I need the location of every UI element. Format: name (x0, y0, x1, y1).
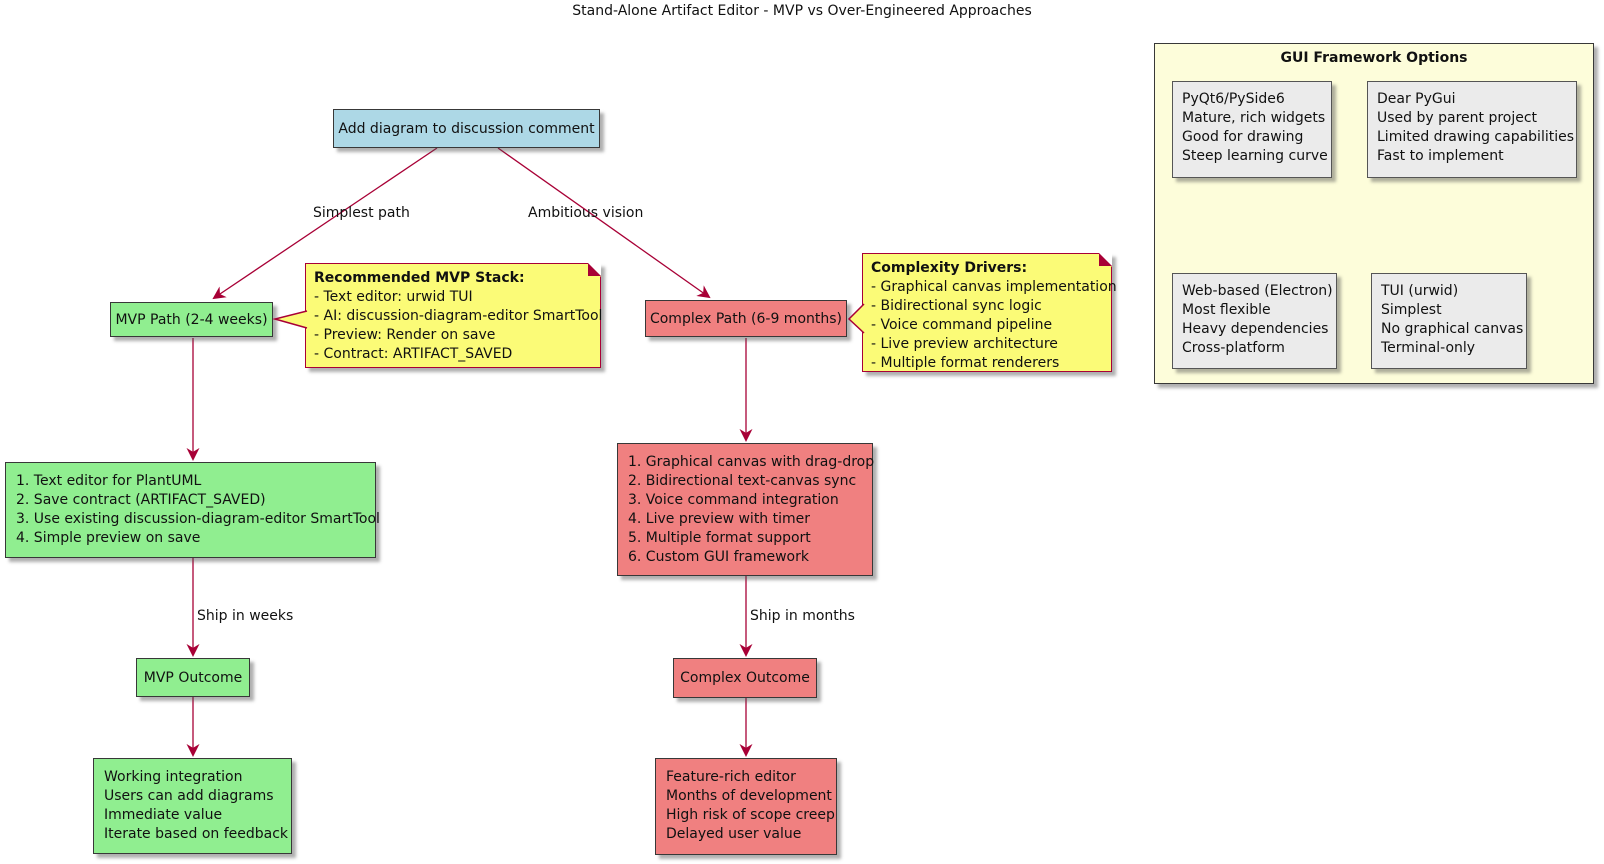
note-connector (272, 310, 308, 329)
node-complex-result: Feature-rich editor Months of developmen… (655, 758, 837, 855)
panel-gui-framework-options: GUI Framework Options PyQt6/PySide6 Matu… (1154, 43, 1594, 384)
mvp-step: 4. Simple preview on save (16, 530, 201, 546)
option-line: Dear PyGui (1377, 91, 1456, 107)
note-line: - Live preview architecture (871, 336, 1058, 352)
mvp-result-line: Users can add diagrams (104, 788, 274, 804)
complex-step: 4. Live preview with timer (628, 511, 811, 527)
option-dear-pygui: Dear PyGui Used by parent project Limite… (1367, 81, 1577, 178)
note-complexity-drivers: Complexity Drivers: - Graphical canvas i… (862, 253, 1117, 372)
option-tui-urwid: TUI (urwid) Simplest No graphical canvas… (1371, 273, 1527, 369)
option-web-based: Web-based (Electron) Most flexible Heavy… (1172, 273, 1337, 369)
complex-result-line: Feature-rich editor (666, 769, 796, 785)
complex-result-line: High risk of scope creep (666, 807, 835, 823)
panel-title: GUI Framework Options (1280, 50, 1468, 66)
node-mvp-path-label: MVP Path (2-4 weeks) (115, 311, 268, 328)
option-line: Simplest (1381, 302, 1442, 318)
diagram-title: Stand-Alone Artifact Editor - MVP vs Ove… (572, 3, 1032, 19)
option-line: PyQt6/PySide6 (1182, 91, 1285, 107)
note-line: - Preview: Render on save (314, 327, 496, 343)
complex-step: 1. Graphical canvas with drag-drop (628, 454, 875, 470)
note-title: Recommended MVP Stack: (314, 270, 525, 286)
node-add-diagram: Add diagram to discussion comment (333, 109, 600, 148)
node-complex-path: Complex Path (6-9 months) (645, 300, 847, 337)
complex-result-line: Months of development (666, 788, 832, 804)
note-recommended-mvp-stack: Recommended MVP Stack: - Text editor: ur… (305, 263, 603, 368)
option-line: No graphical canvas (1381, 321, 1524, 337)
option-line: Good for drawing (1182, 129, 1304, 145)
mvp-step: 3. Use existing discussion-diagram-edito… (16, 511, 380, 527)
option-line: TUI (urwid) (1381, 283, 1459, 299)
complex-step: 3. Voice command integration (628, 492, 839, 508)
node-mvp-steps: 1. Text editor for PlantUML 2. Save cont… (5, 462, 380, 558)
note-line: - Bidirectional sync logic (871, 298, 1042, 314)
node-mvp-outcome: MVP Outcome (136, 658, 250, 697)
complex-step: 2. Bidirectional text-canvas sync (628, 473, 857, 489)
node-complex-outcome-label: Complex Outcome (680, 670, 810, 686)
edge-label-ship-in-months: Ship in months (750, 608, 855, 624)
note-line: - AI: discussion-diagram-editor SmartToo… (314, 308, 603, 324)
option-line: Most flexible (1182, 302, 1271, 318)
node-mvp-result: Working integration Users can add diagra… (93, 758, 292, 854)
note-line: - Multiple format renderers (871, 355, 1060, 371)
option-line: Terminal-only (1381, 340, 1476, 356)
node-complex-outcome: Complex Outcome (673, 658, 817, 698)
edge-label-simplest-path: Simplest path (313, 205, 410, 221)
option-pyqt6: PyQt6/PySide6 Mature, rich widgets Good … (1172, 81, 1332, 178)
mvp-step: 2. Save contract (ARTIFACT_SAVED) (16, 492, 266, 508)
node-mvp-path: MVP Path (2-4 weeks) (110, 302, 273, 337)
complex-result-line: Delayed user value (666, 826, 802, 842)
option-line: Steep learning curve (1182, 148, 1328, 164)
option-line: Cross-platform (1182, 340, 1285, 356)
mvp-result-line: Working integration (104, 769, 243, 785)
note-fold-icon (1099, 253, 1112, 277)
note-fold-icon (588, 263, 601, 287)
note-title: Complexity Drivers: (871, 260, 1028, 276)
option-line: Fast to implement (1377, 148, 1504, 164)
node-complex-steps: 1. Graphical canvas with drag-drop 2. Bi… (617, 443, 875, 576)
note-line: - Voice command pipeline (871, 317, 1053, 333)
mvp-step: 1. Text editor for PlantUML (16, 473, 202, 489)
option-line: Used by parent project (1377, 110, 1538, 126)
mvp-result-line: Iterate based on feedback (104, 826, 289, 842)
edge-label-ship-in-weeks: Ship in weeks (197, 608, 294, 624)
complex-step: 6. Custom GUI framework (628, 549, 809, 565)
node-mvp-outcome-label: MVP Outcome (143, 669, 243, 686)
option-line: Limited drawing capabilities (1377, 129, 1575, 145)
option-line: Heavy dependencies (1182, 321, 1329, 337)
note-line: - Contract: ARTIFACT_SAVED (314, 346, 513, 362)
note-line: - Text editor: urwid TUI (314, 289, 473, 305)
node-complex-path-label: Complex Path (6-9 months) (649, 310, 843, 327)
node-add-diagram-label: Add diagram to discussion comment (338, 120, 595, 137)
option-line: Web-based (Electron) (1182, 283, 1333, 299)
edge-label-ambitious-vision: Ambitious vision (528, 205, 644, 221)
option-line: Mature, rich widgets (1182, 110, 1326, 126)
note-line: - Graphical canvas implementation (871, 279, 1117, 295)
complex-step: 5. Multiple format support (628, 530, 811, 546)
mvp-result-line: Immediate value (104, 807, 223, 823)
